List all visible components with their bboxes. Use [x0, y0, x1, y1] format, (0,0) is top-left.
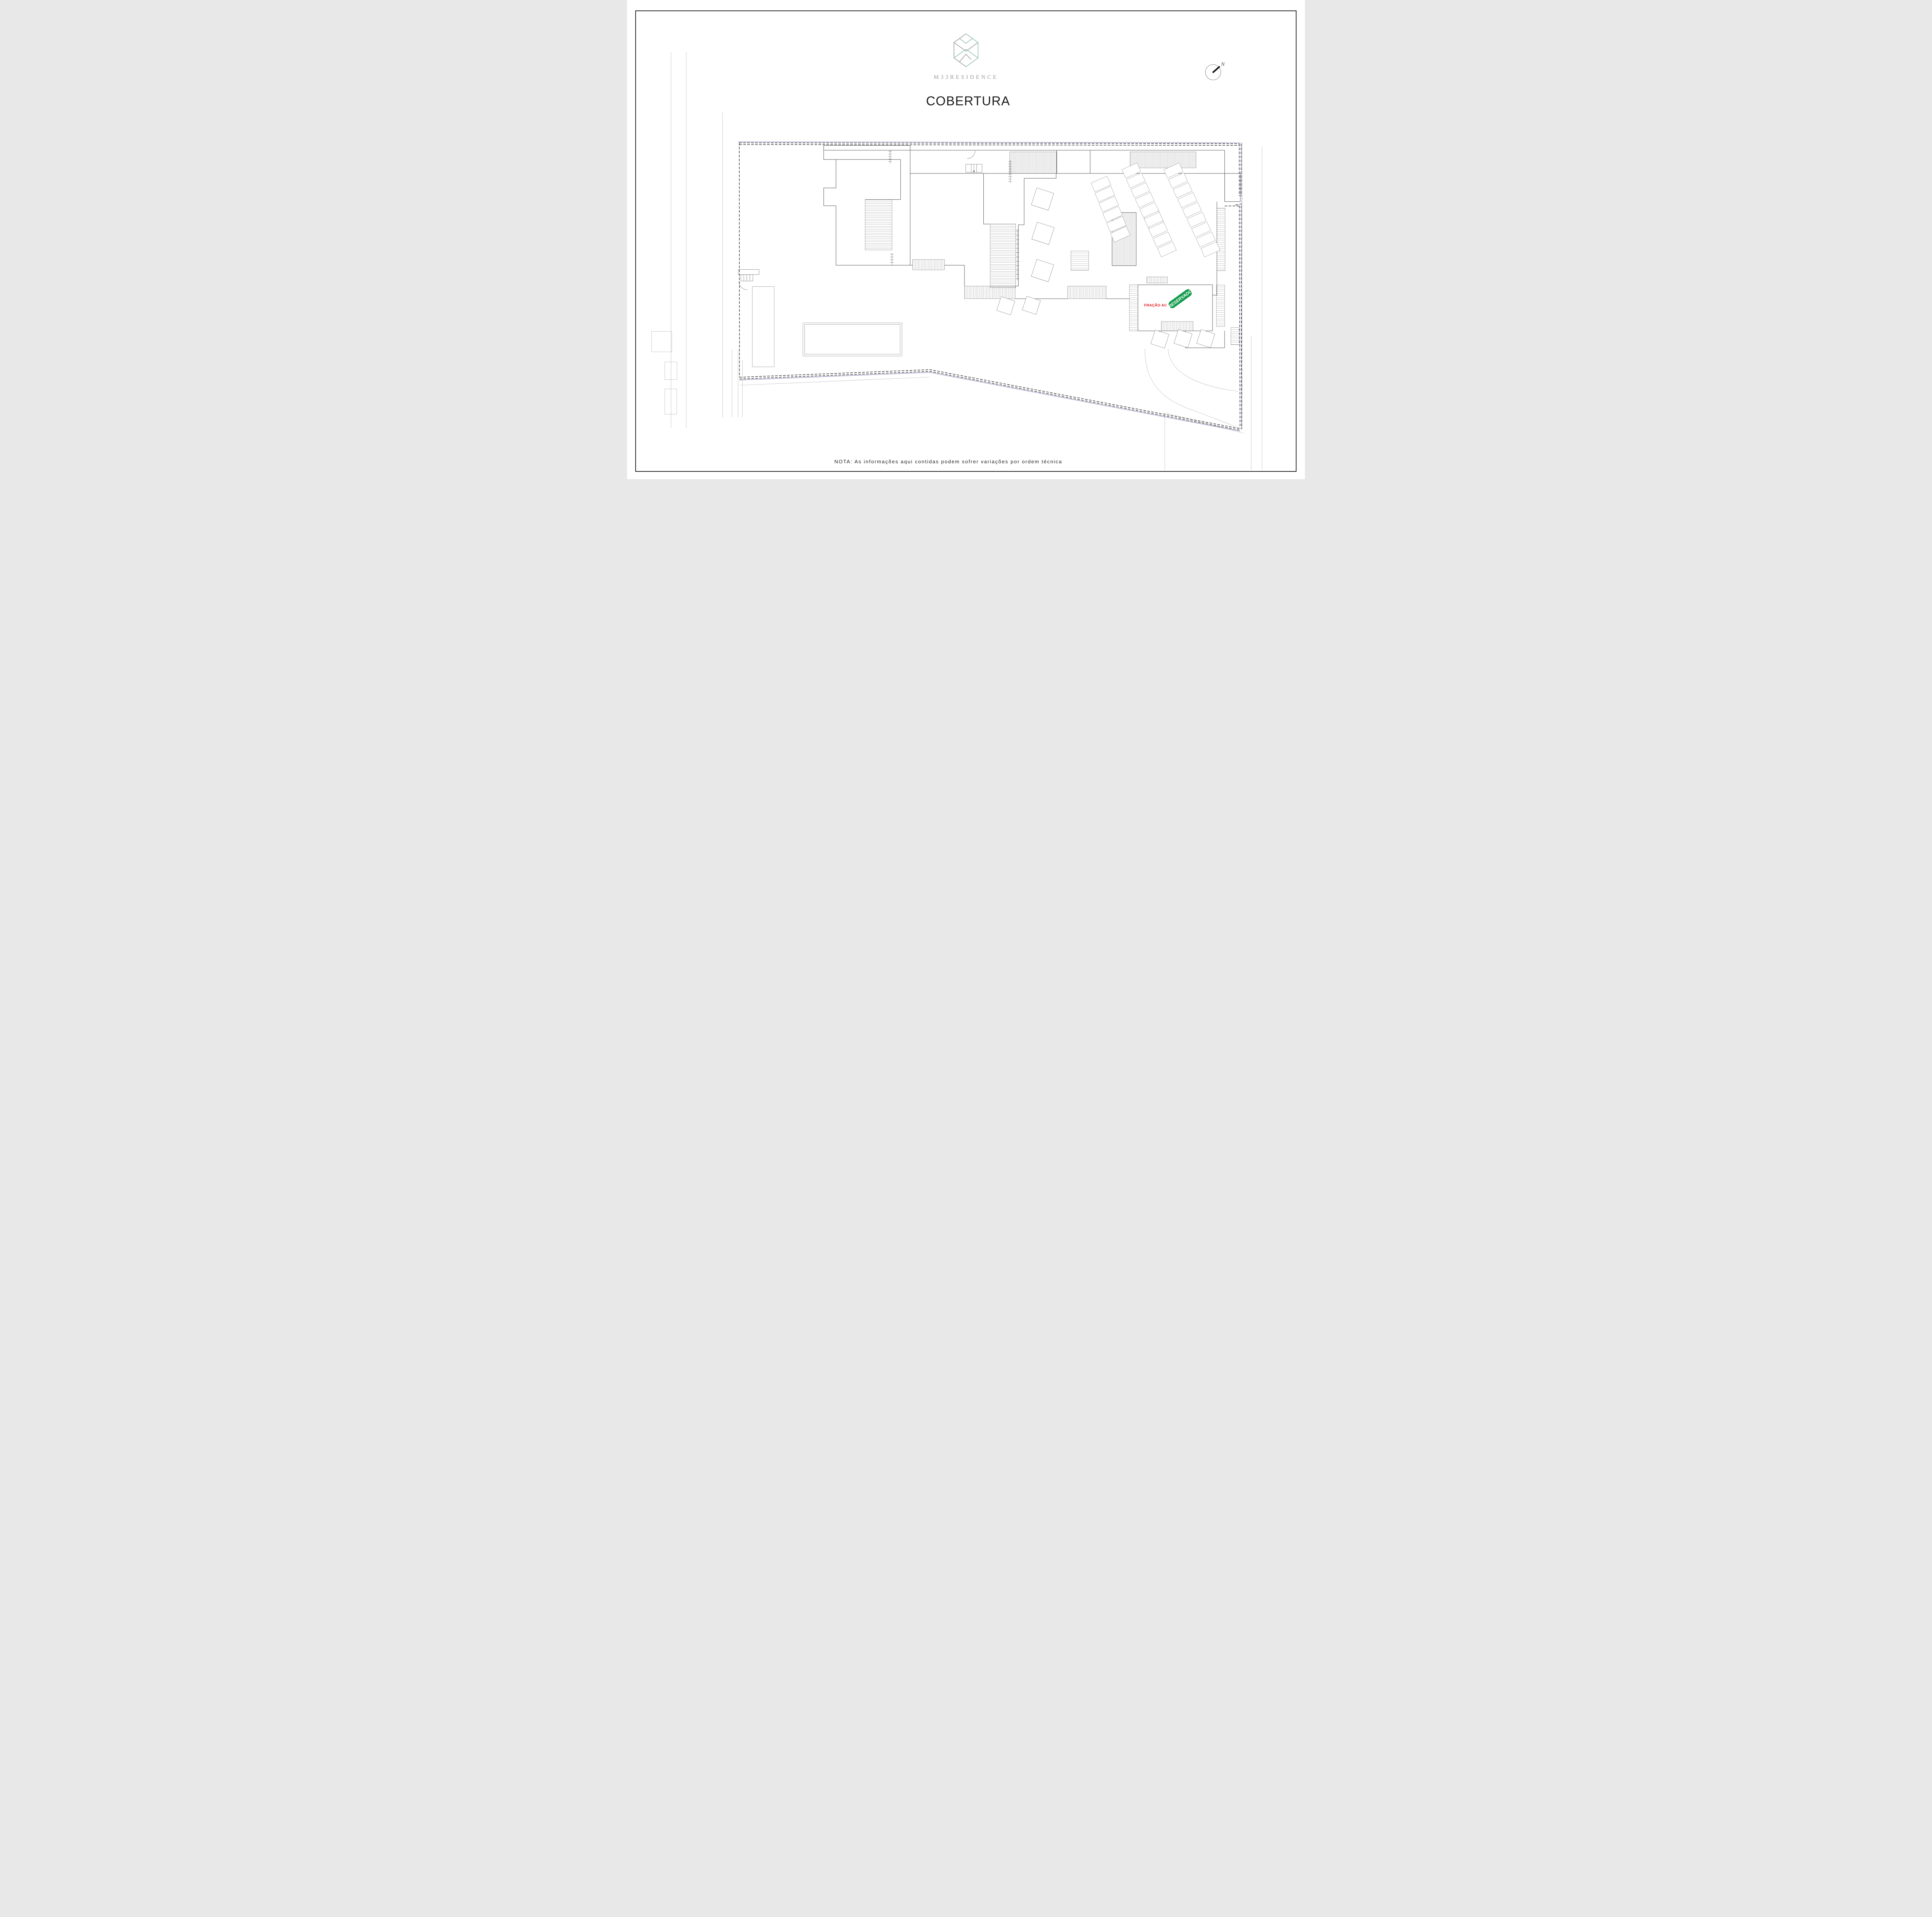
- drawing-sheet: M33RESIDENCE COBERTURA N: [627, 0, 1305, 480]
- boundary-top: [739, 142, 1240, 144]
- boundary-bottom-2: [739, 371, 1241, 431]
- reserved-stamp-pill: [1168, 289, 1192, 308]
- page-background: [627, 0, 1305, 480]
- boundary-right: [1239, 143, 1240, 428]
- skylight: [1022, 296, 1041, 315]
- site-boundary-overlay: [738, 141, 1242, 432]
- stair-strip: [1216, 285, 1225, 327]
- skylight: [1173, 329, 1192, 348]
- logo-mark: [953, 33, 979, 67]
- skylight-diamonds: [996, 187, 1215, 349]
- ladder-column: [1008, 160, 1012, 183]
- louvre-strip: [1130, 151, 1196, 168]
- louvre-area: [865, 199, 892, 250]
- stair-arrow-head: [973, 170, 975, 173]
- context-roads: [651, 52, 1262, 470]
- boundary-right-2: [1241, 143, 1242, 429]
- terrace-wall: [1015, 173, 1056, 286]
- brand-logo: M33RESIDENCE: [934, 33, 998, 80]
- hatch-band: [1161, 321, 1194, 331]
- louvre-area: [990, 224, 1016, 288]
- logo-mark-gray-inner: [959, 53, 971, 62]
- hatch-band: [1067, 286, 1107, 299]
- planter: [752, 286, 775, 367]
- logo-mark-teal-inner: [959, 38, 973, 44]
- context-block: [665, 362, 677, 380]
- left-block-outline: [823, 145, 910, 265]
- stair-strip: [1129, 284, 1138, 331]
- solar-chain-left: [1091, 176, 1131, 243]
- logo-mark-gray-outline: [953, 33, 966, 67]
- logo-mark-teal-outline: [966, 33, 979, 67]
- ramp-curb-inner: [1168, 349, 1239, 392]
- gallery-end-step: [1225, 173, 1241, 202]
- stair-details: [738, 150, 983, 290]
- skylight: [1031, 222, 1054, 245]
- north-compass: N: [1205, 62, 1225, 80]
- compass-needle-icon: [1212, 66, 1220, 73]
- ramp-curb-outer: [1145, 349, 1240, 429]
- ladder-column: [888, 150, 892, 164]
- footer-note: NOTA: As informações aqui contidas podem…: [834, 459, 1062, 464]
- skylight: [1031, 259, 1054, 282]
- pool-inner: [804, 324, 901, 355]
- context-block: [651, 331, 672, 352]
- logo-mark-gray-chevron: [954, 42, 978, 52]
- skylight: [1031, 187, 1054, 211]
- skylight: [1150, 330, 1169, 349]
- stair-strip: [1217, 208, 1225, 271]
- stair-hatches: [912, 208, 1240, 345]
- sheet-title: COBERTURA: [926, 94, 1010, 108]
- door-swing-arc: [739, 281, 748, 290]
- boundary-bottom: [739, 369, 1242, 429]
- terrace-wall: [983, 173, 990, 225]
- stair-strip: [1231, 327, 1240, 345]
- cobertura-plan-canvas: M33RESIDENCE COBERTURA N: [627, 0, 1305, 480]
- logo-mark-teal-chevron: [954, 49, 978, 58]
- door-swing-arc: [967, 150, 975, 159]
- solar-chain-middle: [1122, 163, 1177, 257]
- context-line: [1165, 412, 1245, 434]
- compass-north-label: N: [1221, 62, 1225, 68]
- hatch-band: [912, 259, 945, 270]
- hatch-band: [1146, 277, 1168, 283]
- terrace-wall: [944, 265, 965, 286]
- brand-wordmark: M33RESIDENCE: [934, 74, 998, 80]
- solar-panel-arrays: [1091, 163, 1220, 257]
- context-block: [665, 389, 677, 415]
- hatch-band: [964, 286, 1015, 299]
- ladder-column: [890, 253, 894, 265]
- solar-chain-right: [1163, 163, 1220, 257]
- pool-outer: [803, 322, 902, 356]
- ladder-marks: [888, 150, 1019, 280]
- site-boundary-dashed: [739, 142, 1242, 431]
- skylight: [1196, 329, 1215, 348]
- ladder-column: [1015, 229, 1019, 280]
- boundary-tick: [1235, 203, 1242, 206]
- stairwell: [1071, 251, 1089, 270]
- terrace-structures: [752, 286, 902, 367]
- fraction-label: FRAÇÃO AC: [1144, 303, 1167, 308]
- sidewalk-line: [739, 377, 930, 386]
- boundary-left: [739, 143, 740, 378]
- skylight: [996, 296, 1015, 315]
- louvre-strip: [1009, 151, 1057, 173]
- boundary-navy-top: [738, 141, 1241, 143]
- page-border: [635, 10, 1297, 472]
- boundary-navy-bottom: [739, 372, 1241, 432]
